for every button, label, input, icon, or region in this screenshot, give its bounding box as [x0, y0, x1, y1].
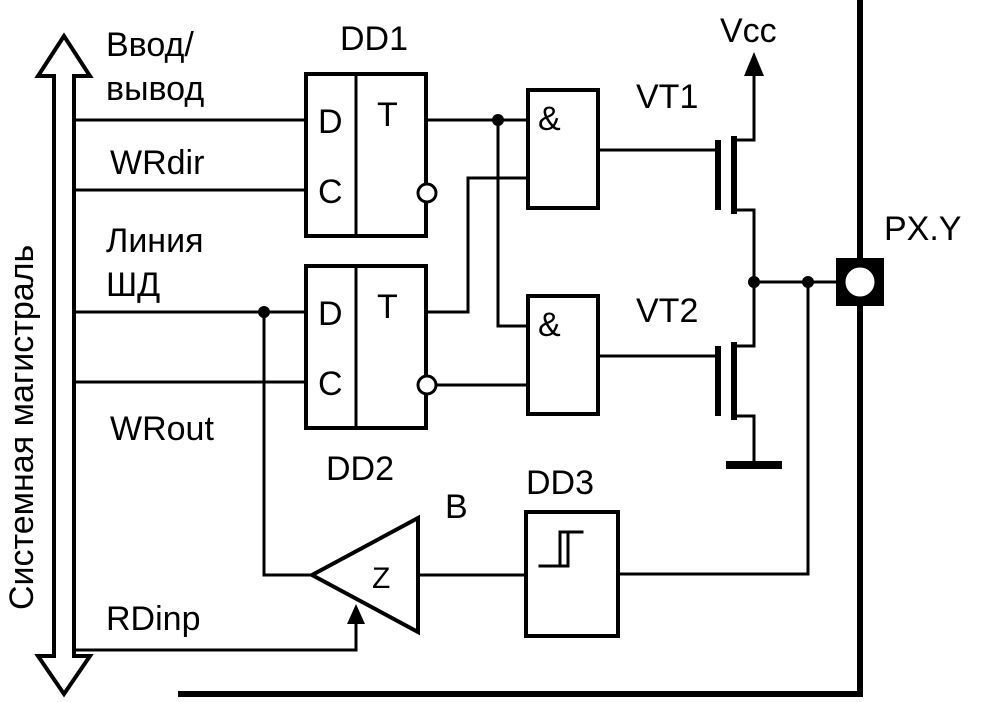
dd1-c-pin: C [318, 173, 343, 211]
dd3-title: DD3 [526, 464, 594, 502]
transistor-vt2 [715, 280, 782, 469]
dd1-inverted-output-bubble [416, 182, 438, 204]
dd1-title: DD1 [340, 20, 408, 58]
pin-pxy [836, 258, 884, 306]
wrdir-label: WRdir [110, 144, 204, 182]
vcc-label: Vcc [720, 12, 777, 50]
junction-data-line [258, 306, 270, 318]
dd2-inverted-output-bubble [416, 374, 438, 396]
dd2-t-label: T [377, 288, 398, 326]
and-gate-upper-symbol: & [538, 100, 561, 138]
logic-wires [424, 118, 718, 387]
dd2-c-pin: C [318, 365, 343, 403]
io-label-line1: Ввод/ [106, 26, 194, 64]
transistor-vt1 [715, 52, 764, 284]
chip-boundary [178, 0, 863, 697]
wrout-label: WRout [110, 410, 214, 448]
vt2-label: VT2 [636, 292, 698, 330]
dd2-title: DD2 [326, 450, 394, 488]
pin-pxy-label: PX.Y [884, 210, 961, 248]
vt1-label: VT1 [636, 78, 698, 116]
buffer-z-symbol: Z [372, 562, 390, 595]
data-line-label-line1: Линия [106, 222, 203, 260]
rdinp-label: RDinp [106, 600, 200, 638]
output-node-wires [616, 280, 838, 576]
io-label-line2: вывод [106, 70, 204, 108]
tri-state-buffer [262, 310, 528, 652]
junction-dd1-output [492, 114, 504, 126]
system-bus-arrow [34, 32, 94, 698]
and-gate-lower-symbol: & [538, 306, 561, 344]
dd2-d-pin: D [318, 295, 343, 333]
buffer-label: B [445, 488, 468, 526]
data-line-label-line2: ШД [106, 266, 160, 304]
bus-wires [74, 118, 358, 652]
flip-flop-dd1 [304, 72, 428, 238]
dd1-t-label: T [377, 96, 398, 134]
system-bus-label: Системная магистраль [3, 245, 41, 610]
dd1-d-pin: D [318, 103, 343, 141]
and-gate-upper [526, 88, 600, 210]
flip-flop-dd2 [304, 264, 428, 430]
junction-readback [802, 276, 814, 288]
schmitt-trigger-dd3 [524, 510, 620, 638]
junction-output-node [748, 276, 760, 288]
